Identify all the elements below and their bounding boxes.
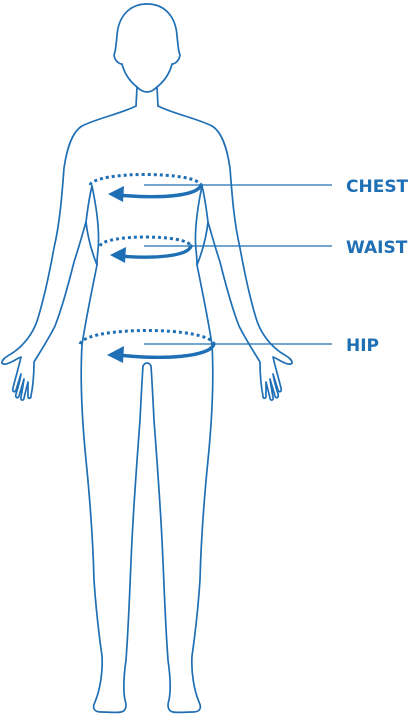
hip-measurement-tape [78,329,332,363]
left-waist-contour [91,185,100,266]
waist-arrow-icon [110,247,126,263]
right-body-outline [150,105,293,714]
head-outline [113,3,181,93]
right-inner-arm-outline [201,185,209,223]
hip-arrow-icon [107,346,124,363]
right-waist-contour [194,185,203,266]
hip-label: HIP [346,336,379,356]
hip-tape-front [116,342,216,359]
chest-tape-back [88,173,203,187]
waist-measurement-tape [98,235,332,263]
chest-tape-front [116,183,203,199]
waist-label: WAIST [346,238,408,258]
left-inner-arm-outline [85,185,93,223]
chest-measurement-tape [88,173,332,202]
left-body-outline [1,105,144,714]
hip-tape-back [78,329,216,345]
body-silhouette [1,3,293,714]
neck-outline [135,86,159,107]
waist-tape-front [118,244,193,259]
chest-arrow-icon [108,186,124,202]
waist-tape-back [98,235,193,248]
chest-label: CHEST [346,177,409,197]
crotch-outline [142,362,152,367]
